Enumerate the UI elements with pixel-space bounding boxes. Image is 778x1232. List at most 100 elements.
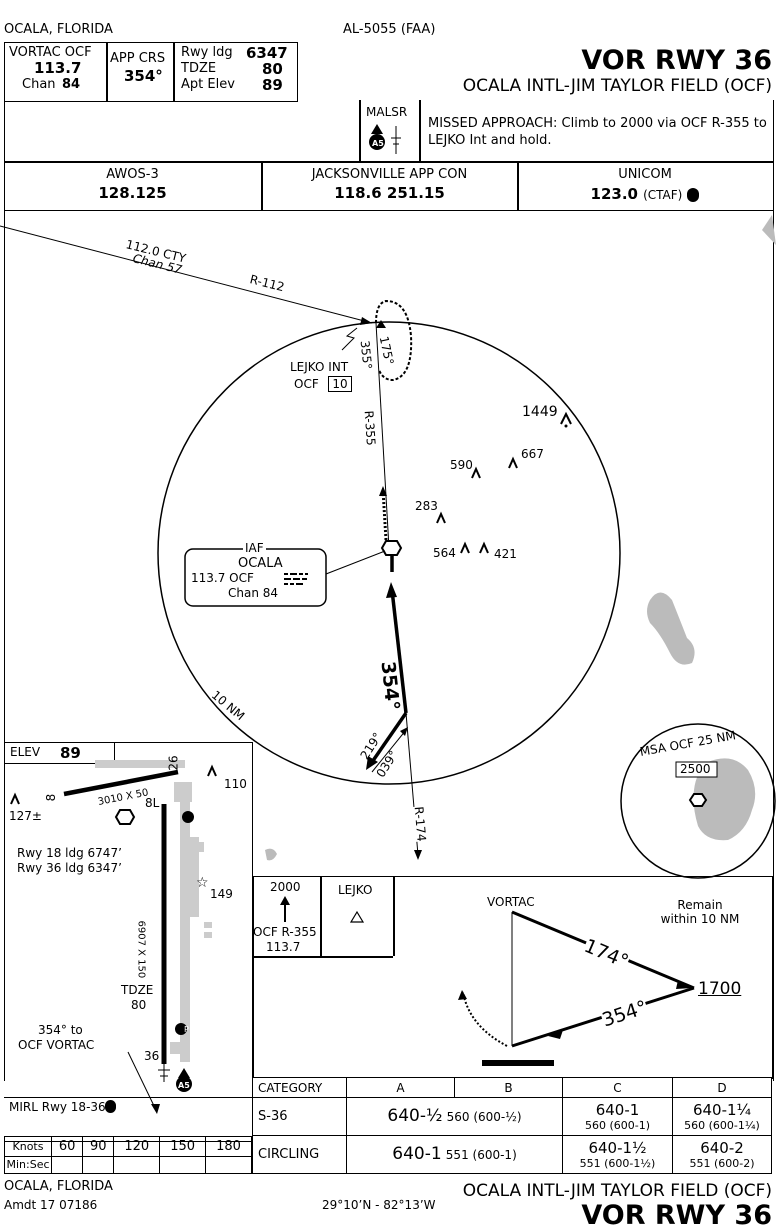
tdze-value: 80 [131,998,147,1012]
malsr-marker [176,1076,192,1092]
msa-altitude: 2500 [680,762,711,776]
category-header: A [346,1076,455,1099]
lejko-dme-prefix: OCF [294,377,319,391]
climb-altitude: 2000 [270,880,301,894]
remain-note: Remain [677,898,723,912]
divider [4,161,774,163]
header-box [4,42,298,102]
svg-text:☆: ☆ [196,875,209,891]
vortac-symbol [114,809,136,825]
iaf-freq: 113.7 OCF [191,571,254,585]
msa-circle [620,723,776,879]
divider [106,42,108,102]
runway-marker [175,1023,187,1035]
iaf-label: IAF [243,541,266,556]
mirl-row [4,1097,252,1118]
obstacle-elev: 127± [9,809,42,823]
climb-freq: 113.7 [266,940,301,954]
apt-elev-label: Apt Elev [181,77,235,92]
procedure-title: VOR RWY 36 [581,45,772,76]
elev-value: 89 [60,744,81,762]
runway-label: 8L [145,796,160,810]
unicom-name: UNICOM [618,167,672,182]
radial-355 [375,322,390,549]
footer-airport: OCALA INTL-JIM TAYLOR FIELD (OCF) [462,1181,772,1201]
callout-line [325,550,386,575]
rwy-ldg-label: Rwy ldg [181,45,233,60]
runway-marker [182,811,194,823]
msa-alt-box [675,761,718,778]
tdze-label: TDZE [181,61,217,76]
obstacle-elev: 564 [433,546,456,560]
elev-label: ELEV [10,745,41,759]
runway-8-26 [63,769,179,797]
airport-diagram: P A5 ☆ [10,760,217,1114]
minimums-row-label: CIRCLING [252,1134,347,1175]
hat-vis: 551 (600-1) [445,1148,517,1163]
divider [320,876,322,956]
mda-vis: 640-1½ [588,1138,647,1157]
footer-city: OCALA, FLORIDA [4,1179,113,1194]
pilot-controlled-lighting-icon [687,187,700,202]
divider [517,161,519,211]
amendment: Amdt 17 07186 [4,1198,98,1212]
awos-freq: 128.125 [98,184,167,202]
divider [252,876,254,1078]
vortac-label: VORTAC OCF [9,45,92,60]
lake-shape [647,592,695,665]
obstacle-elev: 283 [415,499,438,513]
runway-label: 36 [144,1049,160,1063]
hat-vis: 551 (600-2) [689,1156,755,1170]
svg-text:A5: A5 [372,139,384,148]
arrow [360,317,372,325]
category-header: B [454,1076,563,1099]
procedure-id: AL-5055 (FAA) [343,22,436,37]
minimums-cell-d: 640-2 551 (600-2) [672,1134,772,1175]
divider [173,42,175,102]
lightning-fix-mark [341,327,358,351]
lejko-dme-box: 10 [328,376,352,392]
holding-pattern [375,299,413,382]
unicom-freq-line: 123.0 (CTAF) [518,184,772,203]
divider [419,100,421,161]
pilot-controlled-lighting-icon [105,1100,116,1113]
minimums-cell-c: 640-1½ 551 (600-1½) [562,1134,673,1175]
chan-label: Chan [22,77,56,92]
arrow [414,850,422,860]
obstacle-elev: 667 [521,447,544,461]
mda-vis: 640-1 [392,1144,442,1165]
morse-code-icon [284,573,308,585]
landing-distance: Rwy 18 ldg 6747’ [17,846,122,860]
mda-vis: 640-2 [700,1138,744,1157]
feeder-dashed [381,489,388,541]
course-note: OCF VORTAC [18,1038,95,1052]
course-note: 354° to [38,1023,83,1037]
mirl-note: MIRL Rwy 18-36 [9,1100,106,1114]
climb-arrow-icon [280,896,290,922]
divider [252,956,320,958]
lejko-fix-name: LEJKO INT [290,360,349,374]
mda-vis: 640-1 [595,1100,640,1119]
iaf-chan: Chan 84 [228,586,279,600]
hat-vis: 560 (600-1¼) [684,1118,760,1132]
minimums-cell-c: 640-1 560 (600-1) [562,1097,673,1136]
malsr-label: MALSR [366,105,408,119]
timing-table: Knots 60 90 120 150 180 Min:Sec [4,1136,252,1175]
apt-elev-value: 89 [262,76,283,94]
category-header: CATEGORY [252,1076,347,1099]
briefing-frame [4,100,774,211]
obstacle-icon [436,411,572,554]
arrow [400,727,408,736]
procedure-turn-inbound [371,729,407,773]
tdze-label: TDZE [121,983,154,997]
iaf-name: OCALA [238,556,283,571]
speed-cell: 150 [159,1136,207,1157]
procedure-turn-altitude: 1700 [698,979,742,999]
divider [359,100,361,161]
category-header: C [562,1076,673,1099]
ten-nm-ring [157,321,621,785]
awos-name: AWOS-3 [106,167,159,182]
climb-radial: OCF R-355 [253,925,317,939]
minimums-cell-ab: 640-1 551 (600-1) [346,1134,563,1175]
